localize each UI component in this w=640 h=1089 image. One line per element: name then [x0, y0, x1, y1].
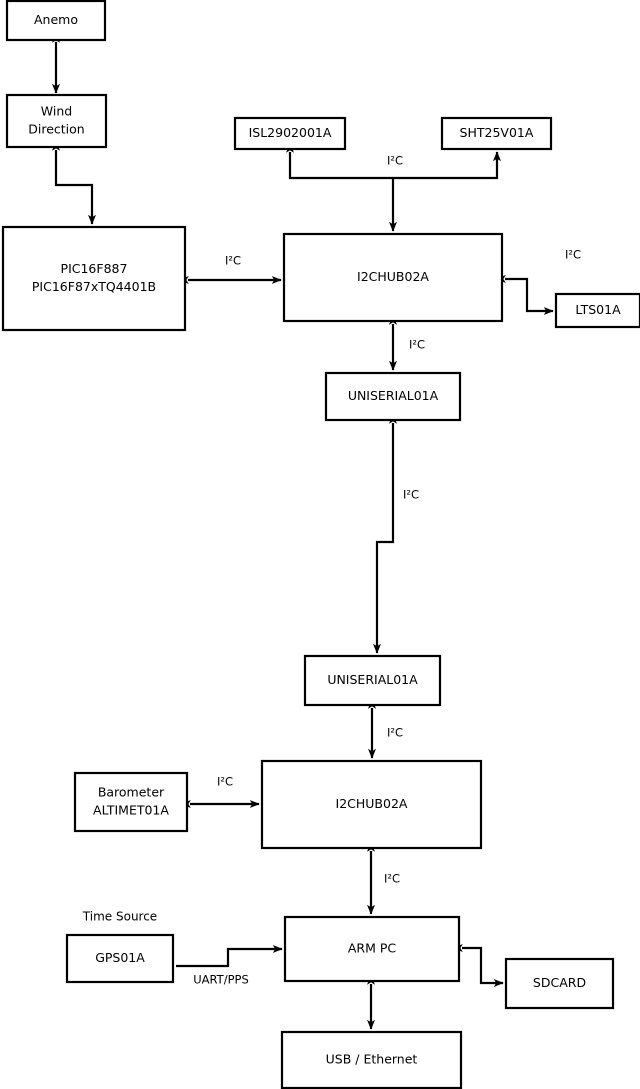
node-box-armpc[interactable] [283, 915, 461, 983]
node-box-hub_bot[interactable] [260, 759, 483, 850]
node-box-anemo[interactable] [5, 0, 107, 42]
node-uniserial_dn[interactable]: UNISERIAL01A [303, 654, 442, 707]
node-label-hub_top: I2CHUB02A [357, 269, 429, 284]
edge-line [52, 140, 96, 225]
edge-line [176, 945, 283, 968]
edge-barometer-hub: I²C [180, 775, 260, 808]
node-hub_top[interactable]: I2CHUB02A [282, 232, 504, 323]
edge-pic-hub: I²C [178, 254, 282, 284]
node-label-sdcard: SDCARD [533, 975, 586, 990]
node-anemo[interactable]: Anemo [5, 0, 107, 42]
free-label-time-source: Time Source [82, 910, 157, 924]
node-label-sht: SHT25V01A [460, 125, 534, 140]
edge-hub-armpc: I²C [367, 841, 400, 915]
node-label-wind-line1: Wind [41, 104, 72, 119]
node-sht[interactable]: SHT25V01A [440, 116, 553, 151]
edge-line [373, 413, 397, 654]
edge-label-hub-uniserial: I²C [409, 338, 425, 352]
node-label-barometer-line2: ALTIMET01A [93, 803, 169, 818]
node-box-sdcard[interactable] [504, 957, 615, 1010]
node-isl[interactable]: ISL2902001A [233, 116, 347, 151]
edge-armpc-sdcard [452, 944, 504, 987]
edges-layer: I²C I²C I²C I²C I²C I²C I²C I²C UART/PPS [52, 32, 581, 1030]
node-label-pic-line2: PIC16F87xTQ4401B [32, 279, 156, 294]
edge-label-pic-hub: I²C [225, 254, 241, 268]
edge-uniserial-hub: I²C [368, 698, 403, 759]
node-gps[interactable]: GPS01A [65, 933, 175, 984]
node-box-sht[interactable] [440, 116, 553, 151]
node-box-uniserial_up[interactable] [324, 371, 462, 422]
edge-hub-lts: I²C [495, 248, 581, 315]
node-box-uniserial_dn[interactable] [303, 654, 442, 707]
node-label-usbeth: USB / Ethernet [326, 1052, 418, 1067]
node-label-lts: LTS01A [575, 302, 621, 317]
node-armpc[interactable]: ARM PC [283, 915, 461, 983]
node-usbeth[interactable]: USB / Ethernet [280, 1030, 463, 1089]
edge-label-hub-isl: I²C [387, 154, 403, 168]
node-label-anemo: Anemo [34, 12, 78, 27]
node-box-usbeth[interactable] [280, 1030, 463, 1089]
edge-label-hub-armpc: I²C [384, 872, 400, 886]
edge-wind-pic [52, 140, 96, 225]
edge-line [452, 944, 504, 987]
node-label-gps: GPS01A [95, 950, 145, 965]
node-box-pic[interactable] [1, 225, 187, 332]
edge-hub-isl: I²C [286, 142, 501, 180]
node-label-pic-line1: PIC16F887 [61, 261, 128, 276]
node-label-armpc: ARM PC [348, 941, 397, 956]
node-uniserial_up[interactable]: UNISERIAL01A [324, 371, 462, 422]
node-lts[interactable]: LTS01A [554, 292, 640, 329]
edge-line [495, 275, 554, 315]
node-box-wind[interactable] [5, 93, 108, 149]
free-labels-layer: Time Source [82, 910, 157, 924]
node-box-isl[interactable] [233, 116, 347, 151]
node-label-wind-line2: Direction [28, 122, 84, 137]
edge-label-hub-lts: I²C [565, 248, 581, 262]
node-box-gps[interactable] [65, 933, 175, 984]
node-label-uniserial_up: UNISERIAL01A [348, 388, 439, 403]
edge-label-barometer-hub: I²C [217, 775, 233, 789]
node-sdcard[interactable]: SDCARD [504, 957, 615, 1010]
node-label-isl: ISL2902001A [249, 125, 332, 140]
edge-label-uniserial-link: I²C [403, 488, 419, 502]
node-box-barometer[interactable] [73, 771, 189, 833]
node-label-uniserial_dn: UNISERIAL01A [327, 672, 418, 687]
edge-label-gps-armpc: UART/PPS [193, 973, 249, 987]
node-label-hub_bot: I2CHUB02A [336, 796, 408, 811]
edge-label-uniserial-hub: I²C [387, 726, 403, 740]
node-label-barometer-line1: Barometer [98, 785, 165, 800]
node-box-lts[interactable] [554, 292, 640, 329]
edge-uniserial-link: I²C [373, 413, 419, 654]
node-hub_bot[interactable]: I2CHUB02A [260, 759, 483, 850]
edge-hub-uniserial: I²C [389, 314, 425, 371]
edge-gps-armpc: UART/PPS [176, 945, 283, 987]
node-box-hub_top[interactable] [282, 232, 504, 323]
